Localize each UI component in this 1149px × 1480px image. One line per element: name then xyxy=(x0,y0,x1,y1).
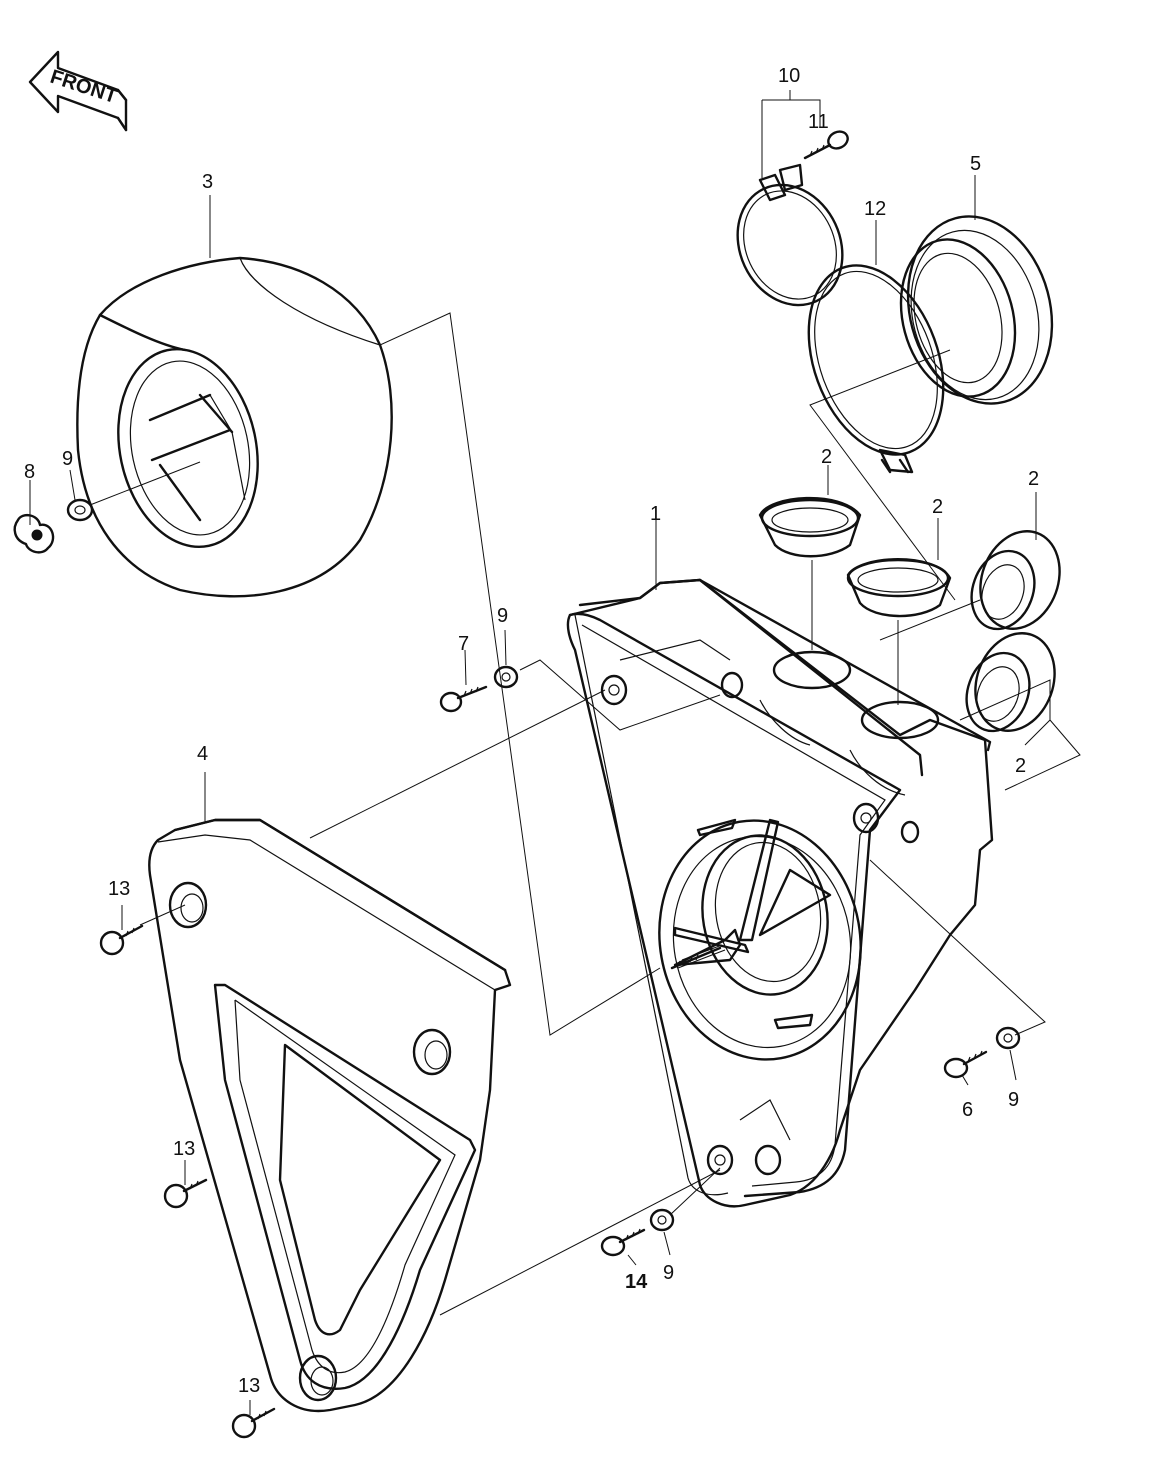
washer-9d xyxy=(649,1208,675,1232)
callout-7: 7 xyxy=(458,633,469,655)
callout-3: 3 xyxy=(202,171,213,193)
callout-5: 5 xyxy=(970,153,981,175)
rubber-cap-1 xyxy=(758,496,862,558)
filter-element xyxy=(76,256,393,598)
wing-nut xyxy=(13,513,55,554)
clamp xyxy=(736,163,914,474)
callout-14: 14 xyxy=(625,1271,648,1293)
screw-14 xyxy=(600,1228,646,1257)
callout-12: 12 xyxy=(864,198,886,220)
callout-9b: 9 xyxy=(497,605,508,627)
screw-13b xyxy=(163,1178,208,1209)
assembly-leader-lines xyxy=(29,90,1081,1415)
washer-9b xyxy=(493,665,519,689)
callout-2a: 2 xyxy=(821,446,832,468)
washer-9a xyxy=(66,498,94,522)
screw-7 xyxy=(439,685,488,713)
callout-11: 11 xyxy=(808,111,829,133)
clamp-screw xyxy=(803,130,849,160)
stud-bolt xyxy=(670,946,722,970)
callout-13a: 13 xyxy=(108,878,130,900)
callout-8: 8 xyxy=(24,461,35,483)
callout-2b: 2 xyxy=(932,496,943,518)
screw-13c xyxy=(231,1407,276,1439)
washer-9c xyxy=(995,1026,1021,1050)
rubber-cap-3 xyxy=(970,530,1061,631)
side-cover xyxy=(148,818,512,1413)
rubber-cap-4 xyxy=(965,632,1056,733)
callout-9d: 9 xyxy=(663,1262,674,1284)
callout-10: 10 xyxy=(778,65,800,87)
callout-2d: 2 xyxy=(1015,755,1026,777)
band xyxy=(807,264,945,456)
callout-9a: 9 xyxy=(62,448,73,470)
callout-13b: 13 xyxy=(173,1138,195,1160)
screw-13a xyxy=(99,924,144,956)
callout-1: 1 xyxy=(650,503,661,525)
callout-9c: 9 xyxy=(1008,1089,1019,1111)
screw-6 xyxy=(943,1050,988,1079)
callout-2c: 2 xyxy=(1028,468,1039,490)
callout-6: 6 xyxy=(962,1099,973,1121)
front-direction-arrow: FRONT xyxy=(28,50,128,132)
callout-13c: 13 xyxy=(238,1375,260,1397)
air-cleaner-housing xyxy=(566,578,994,1208)
rubber-cap-2 xyxy=(846,558,952,618)
callout-4: 4 xyxy=(197,743,208,765)
callout-labels: 1 2 2 2 2 3 4 5 6 7 8 9 9 9 9 10 11 12 1… xyxy=(24,65,1039,1397)
cap xyxy=(899,215,1054,405)
